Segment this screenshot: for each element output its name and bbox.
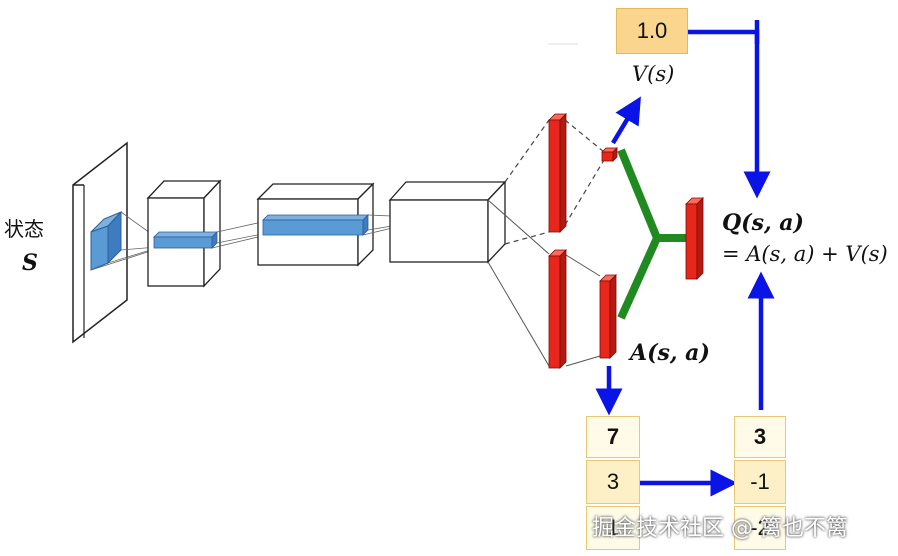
advantage-cell: 1 <box>586 506 640 550</box>
aggregation-fork <box>617 148 686 320</box>
advantage-output-layer <box>599 274 617 359</box>
value-output-box: 1.0 <box>616 8 688 54</box>
q-output-layer <box>685 197 704 280</box>
q-decomposition-formula: = A(s, a) + V(s) <box>722 242 888 266</box>
advantage-fc-layer <box>548 249 567 369</box>
state-symbol: S <box>22 250 38 276</box>
conv-lines-2 <box>211 221 263 249</box>
flow-arrows <box>595 20 775 497</box>
watermark: 掘金技术社区 @ 篱也不篱 <box>592 516 848 541</box>
value-function-label: V(s) <box>632 62 675 86</box>
advantage-cell: 7 <box>586 416 640 458</box>
conv-layer-1 <box>146 179 222 288</box>
arrow-value-to-q <box>688 29 771 199</box>
conv-lines-3 <box>362 214 393 236</box>
state-label: 状态 <box>4 217 44 241</box>
conv-layer-3 <box>388 180 507 264</box>
advantage-cell: 3 <box>586 460 640 504</box>
q-value-cell: -2 <box>734 506 786 550</box>
arrow-to-value <box>611 96 641 145</box>
q-value-cell: -1 <box>734 460 786 504</box>
value-output-neuron <box>601 147 618 162</box>
value-stream-connections <box>504 119 605 245</box>
q-function-label: Q(s, a) <box>722 210 804 236</box>
input-state-plane <box>72 141 128 344</box>
advantage-stream-connections <box>487 199 601 367</box>
advantage-function-label: A(s, a) <box>630 340 710 366</box>
conv-layer-2 <box>256 182 375 267</box>
value-fc-layer <box>548 113 567 233</box>
q-value-cell: 3 <box>734 416 786 458</box>
